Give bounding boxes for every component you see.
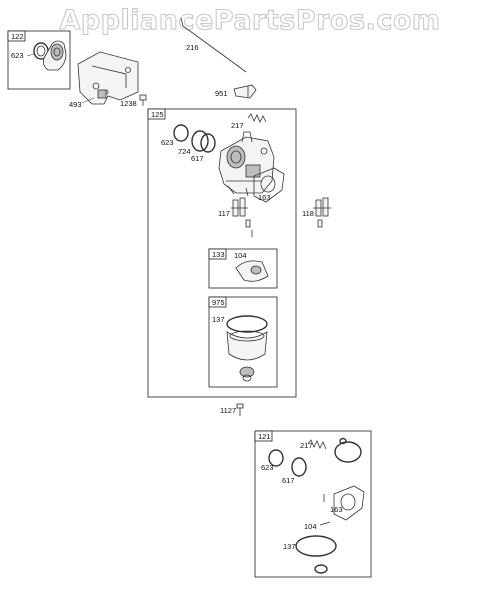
callout-163-b[interactable]: 163	[330, 505, 343, 514]
washer-part	[314, 564, 328, 574]
callout-217-a[interactable]: 217	[231, 121, 244, 130]
pin-104-b-part	[319, 521, 331, 526]
ring-724-part	[191, 130, 209, 152]
kit-975-tag	[208, 296, 227, 308]
float-pin-118-part	[313, 197, 331, 228]
kit-125-group: 125	[147, 108, 297, 398]
callout-1238[interactable]: 1238	[120, 99, 137, 108]
ring-617-b-part	[291, 457, 307, 477]
o-ring-623-c-part	[268, 449, 284, 467]
spring-217-b-part	[307, 439, 327, 450]
callout-118[interactable]: 118	[302, 209, 314, 218]
kit-122-group: 122 623	[7, 30, 71, 90]
callout-724[interactable]: 724	[178, 147, 191, 156]
callout-217-b[interactable]: 217	[300, 441, 313, 450]
bracket-493-part	[77, 51, 139, 105]
o-ring-623-part	[173, 124, 189, 142]
kit-122-tag	[7, 30, 26, 42]
kit-975-group: 975 137	[208, 296, 278, 388]
callout-623-b[interactable]: 623	[161, 138, 174, 147]
callout-617-b[interactable]: 617	[282, 476, 295, 485]
callout-951[interactable]: 951	[215, 89, 228, 98]
gasket-163-part	[253, 167, 285, 203]
small-o-ring-part	[339, 437, 347, 445]
kit-125-frame	[147, 108, 297, 398]
callout-617-a[interactable]: 617	[191, 154, 204, 163]
bowl-nut-part	[239, 366, 255, 382]
kit-122-frame	[7, 30, 71, 90]
float-bowl-137-part	[226, 315, 268, 361]
leader-line	[26, 53, 35, 57]
kit-122-label[interactable]: 122	[11, 32, 24, 41]
kit-125-tag	[147, 108, 166, 120]
callout-104-b[interactable]: 104	[304, 522, 317, 531]
kit-121-group: 121	[254, 430, 372, 578]
screw-1127-part	[236, 403, 244, 416]
kit-975-label[interactable]: 975	[212, 298, 225, 307]
kit-125-label[interactable]: 125	[151, 110, 164, 119]
clip-951-part	[233, 84, 257, 99]
callout-623-a[interactable]: 623	[11, 51, 24, 60]
ring-617-part	[200, 133, 216, 153]
link-rod-216-part	[180, 17, 247, 73]
kit-121-frame	[254, 430, 372, 578]
bowl-gasket-137-b-part	[295, 535, 337, 557]
gasket-ring-b-part	[334, 441, 362, 463]
leader-line	[81, 97, 95, 104]
carburetor-body-part	[218, 131, 275, 197]
spring-217-part	[247, 113, 267, 123]
callout-216[interactable]: 216	[186, 43, 199, 52]
kit-121-label[interactable]: 121	[258, 432, 271, 441]
callout-623-c[interactable]: 623	[261, 463, 274, 472]
kit-975-frame	[208, 296, 278, 388]
float-pin-117-part	[231, 197, 251, 228]
callout-137-a[interactable]: 137	[212, 315, 225, 324]
callout-104-a[interactable]: 104	[234, 251, 247, 260]
callout-1127[interactable]: 1127	[220, 406, 236, 415]
gasket-163-b-part	[333, 485, 365, 521]
kit-133-label[interactable]: 133	[212, 250, 225, 259]
kit-121-tag	[254, 430, 273, 442]
callout-163-a[interactable]: 163	[258, 193, 271, 202]
kit-133-frame	[208, 248, 278, 289]
callout-493[interactable]: 493	[69, 100, 82, 109]
screw-1238-part	[139, 94, 147, 106]
watermark-logo-text: AppliancePartsPros.com	[59, 5, 440, 36]
kit-133-group: 133 104	[208, 248, 278, 289]
callout-137-b[interactable]: 137	[283, 542, 296, 551]
air-intake-elbow-part	[43, 40, 67, 71]
float-104-part	[235, 260, 269, 282]
callout-117[interactable]: 117	[218, 209, 230, 218]
kit-133-tag	[208, 248, 227, 260]
